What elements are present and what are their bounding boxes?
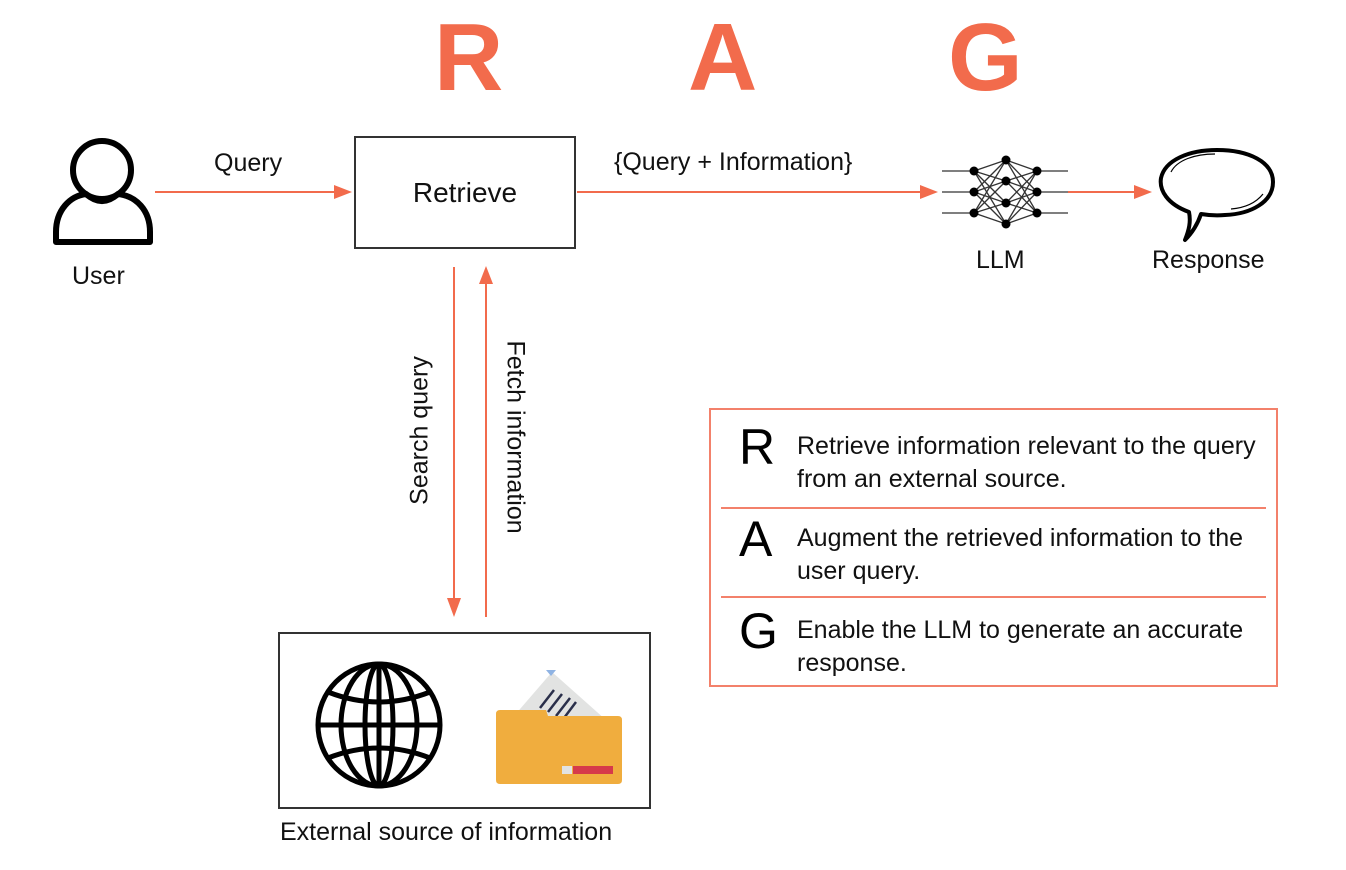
legend-letter: R <box>739 419 776 475</box>
folder-document-icon <box>496 670 622 784</box>
globe-icon <box>315 661 443 789</box>
query-edge-label: Query <box>214 149 283 177</box>
legend-description: Retrieve information relevant to the que… <box>797 432 1256 493</box>
retrieve-box: Retrieve <box>354 136 576 249</box>
neural-network-icon <box>942 155 1068 229</box>
title-letter-r: R <box>434 4 504 111</box>
retrieve-label: Retrieve <box>412 176 518 208</box>
legend-description: Augment the retrieved information to the… <box>797 524 1244 585</box>
fetch-information-edge-label: Fetch information <box>501 340 530 534</box>
external-source-label: External source of information <box>280 818 613 846</box>
title-letter-g: G <box>948 4 1023 111</box>
response-label: Response <box>1152 246 1265 274</box>
rag-legend: R Retrieve information relevant to the q… <box>709 408 1278 687</box>
speech-bubble-icon <box>1158 148 1275 242</box>
query-information-edge-label: {Query + Information} <box>614 148 853 176</box>
legend-row-augment: A Augment the retrieved information to t… <box>721 508 1266 598</box>
legend-letter: A <box>739 511 773 567</box>
legend-row-generate: G Enable the LLM to generate an accurate… <box>721 600 1266 690</box>
search-query-edge-label: Search query <box>405 356 434 505</box>
legend-letter: G <box>739 603 778 659</box>
user-icon <box>53 138 153 245</box>
legend-divider <box>721 507 1266 509</box>
legend-description: Enable the LLM to generate an accurate r… <box>797 616 1244 677</box>
user-label: User <box>72 262 125 290</box>
title-letter-a: A <box>688 4 758 111</box>
legend-divider <box>721 596 1266 598</box>
llm-label: LLM <box>976 246 1025 274</box>
external-source-box <box>278 632 651 809</box>
legend-row-retrieve: R Retrieve information relevant to the q… <box>721 416 1266 506</box>
